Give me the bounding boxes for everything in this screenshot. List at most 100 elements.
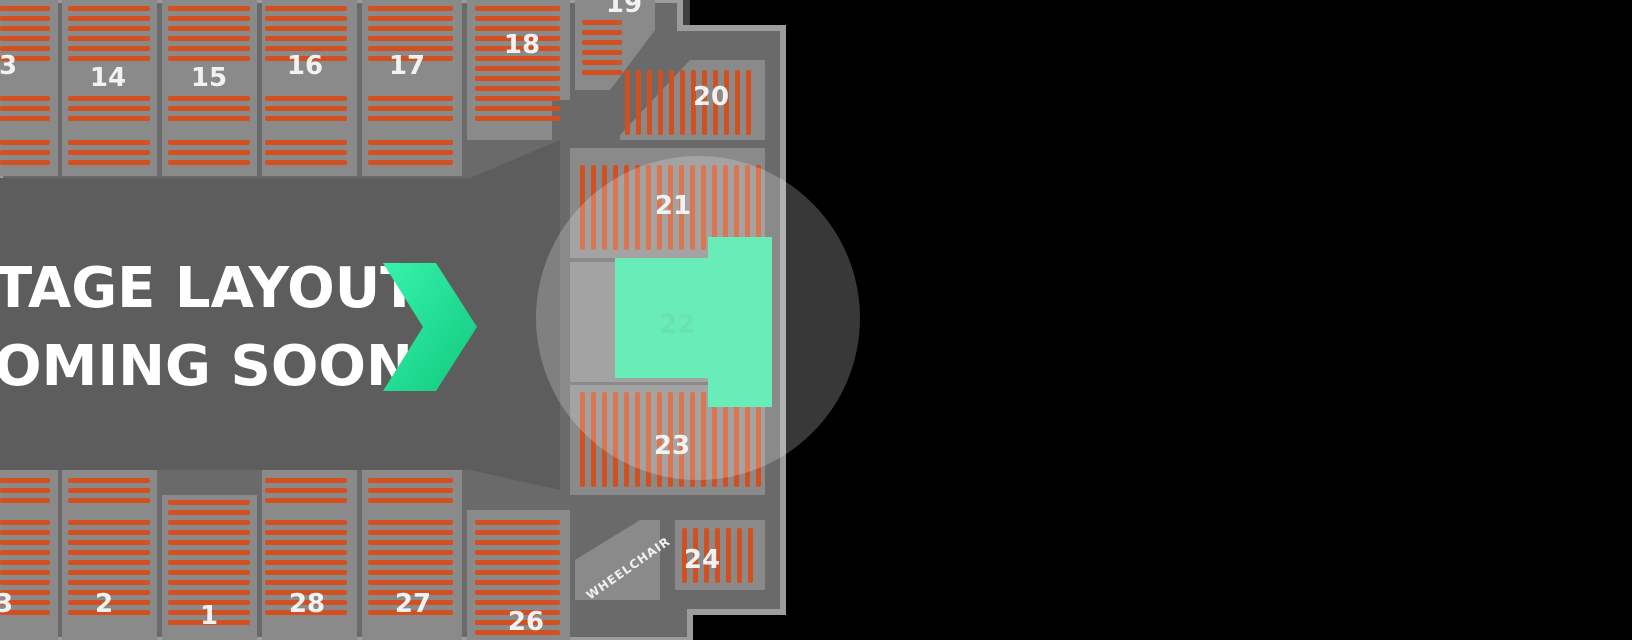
seat-row bbox=[682, 528, 687, 583]
seat-row bbox=[168, 560, 250, 565]
seat-row bbox=[368, 116, 453, 121]
seat-row bbox=[168, 620, 250, 625]
seat-row bbox=[475, 16, 560, 21]
seat-row bbox=[702, 70, 707, 135]
seat-row bbox=[368, 570, 453, 575]
seat-row bbox=[168, 160, 250, 165]
seat-row bbox=[475, 530, 560, 535]
seat-row bbox=[368, 26, 453, 31]
seat-row bbox=[712, 165, 717, 250]
section-label-26: 26 bbox=[508, 607, 544, 637]
seat-row bbox=[265, 560, 347, 565]
section-label-17: 17 bbox=[389, 51, 425, 81]
seat-row bbox=[265, 610, 347, 615]
seat-row bbox=[368, 498, 453, 503]
seat-row bbox=[0, 600, 50, 605]
seat-row bbox=[0, 610, 50, 615]
seat-row bbox=[168, 116, 250, 121]
seat-row bbox=[368, 6, 453, 11]
seat-row bbox=[168, 140, 250, 145]
seat-row bbox=[368, 56, 453, 61]
seat-row bbox=[613, 165, 618, 250]
seat-row bbox=[658, 70, 663, 135]
seat-row bbox=[679, 392, 684, 487]
seat-row bbox=[368, 520, 453, 525]
seat-row bbox=[265, 150, 347, 155]
seat-row bbox=[724, 70, 729, 135]
seat-row bbox=[168, 96, 250, 101]
seat-row bbox=[68, 16, 150, 21]
stage-banner: TAGE LAYOUT OMING SOON bbox=[0, 256, 477, 399]
seat-row bbox=[68, 560, 150, 565]
seat-row bbox=[265, 16, 347, 21]
seat-row bbox=[265, 6, 347, 11]
seat-row bbox=[68, 116, 150, 121]
seat-row bbox=[265, 46, 347, 51]
seat-row bbox=[0, 150, 50, 155]
seat-row bbox=[168, 16, 250, 21]
seat-row bbox=[368, 106, 453, 111]
seat-row bbox=[265, 26, 347, 31]
seat-row bbox=[68, 530, 150, 535]
seat-row bbox=[646, 165, 651, 250]
section-22[interactable] bbox=[570, 237, 772, 407]
seat-row bbox=[635, 392, 640, 487]
seat-row bbox=[734, 165, 739, 250]
seat-row bbox=[0, 96, 50, 101]
seat-row bbox=[657, 165, 662, 250]
seat-row bbox=[368, 580, 453, 585]
seat-row bbox=[669, 70, 674, 135]
seat-row bbox=[715, 528, 720, 583]
seat-row bbox=[646, 392, 651, 487]
seat-row bbox=[68, 498, 150, 503]
seat-row bbox=[265, 498, 347, 503]
seat-row bbox=[68, 6, 150, 11]
seat-row bbox=[723, 392, 728, 487]
section-label-19: 19 bbox=[606, 0, 642, 19]
seat-row bbox=[68, 590, 150, 595]
wheelchair-area[interactable] bbox=[575, 520, 660, 600]
seat-row bbox=[691, 70, 696, 135]
section-label-20: 20 bbox=[693, 82, 729, 112]
seat-row bbox=[265, 600, 347, 605]
seat-row bbox=[168, 570, 250, 575]
section-label-27: 27 bbox=[395, 589, 431, 619]
seat-row bbox=[168, 530, 250, 535]
seat-row bbox=[68, 36, 150, 41]
seat-row bbox=[68, 478, 150, 483]
seat-row bbox=[0, 140, 50, 145]
seat-row bbox=[668, 392, 673, 487]
seat-row bbox=[737, 528, 742, 583]
seat-row bbox=[265, 160, 347, 165]
seat-row bbox=[68, 580, 150, 585]
seat-row bbox=[475, 76, 560, 81]
seat-row bbox=[368, 96, 453, 101]
seat-row bbox=[591, 165, 596, 250]
seat-row bbox=[368, 478, 453, 483]
seat-row bbox=[265, 140, 347, 145]
section-label-21: 21 bbox=[655, 191, 691, 221]
seat-row bbox=[475, 630, 560, 635]
seat-row bbox=[624, 165, 629, 250]
seat-row bbox=[580, 392, 585, 487]
seat-row bbox=[475, 540, 560, 545]
seat-row bbox=[647, 70, 652, 135]
seat-row bbox=[265, 530, 347, 535]
section-label-28: 28 bbox=[289, 589, 325, 619]
seat-row bbox=[368, 550, 453, 555]
section-label-24: 24 bbox=[684, 545, 720, 575]
seat-row bbox=[602, 165, 607, 250]
seat-row bbox=[475, 86, 560, 91]
seat-row bbox=[582, 30, 622, 35]
seat-row bbox=[0, 26, 50, 31]
banner-line-2: OMING SOON bbox=[0, 334, 413, 399]
seat-row bbox=[657, 392, 662, 487]
seat-row bbox=[265, 540, 347, 545]
seat-row bbox=[0, 498, 50, 503]
seat-row bbox=[68, 610, 150, 615]
seat-row bbox=[68, 140, 150, 145]
selection-focus-ring bbox=[536, 156, 860, 480]
seat-row bbox=[475, 46, 560, 51]
seat-row bbox=[0, 530, 50, 535]
